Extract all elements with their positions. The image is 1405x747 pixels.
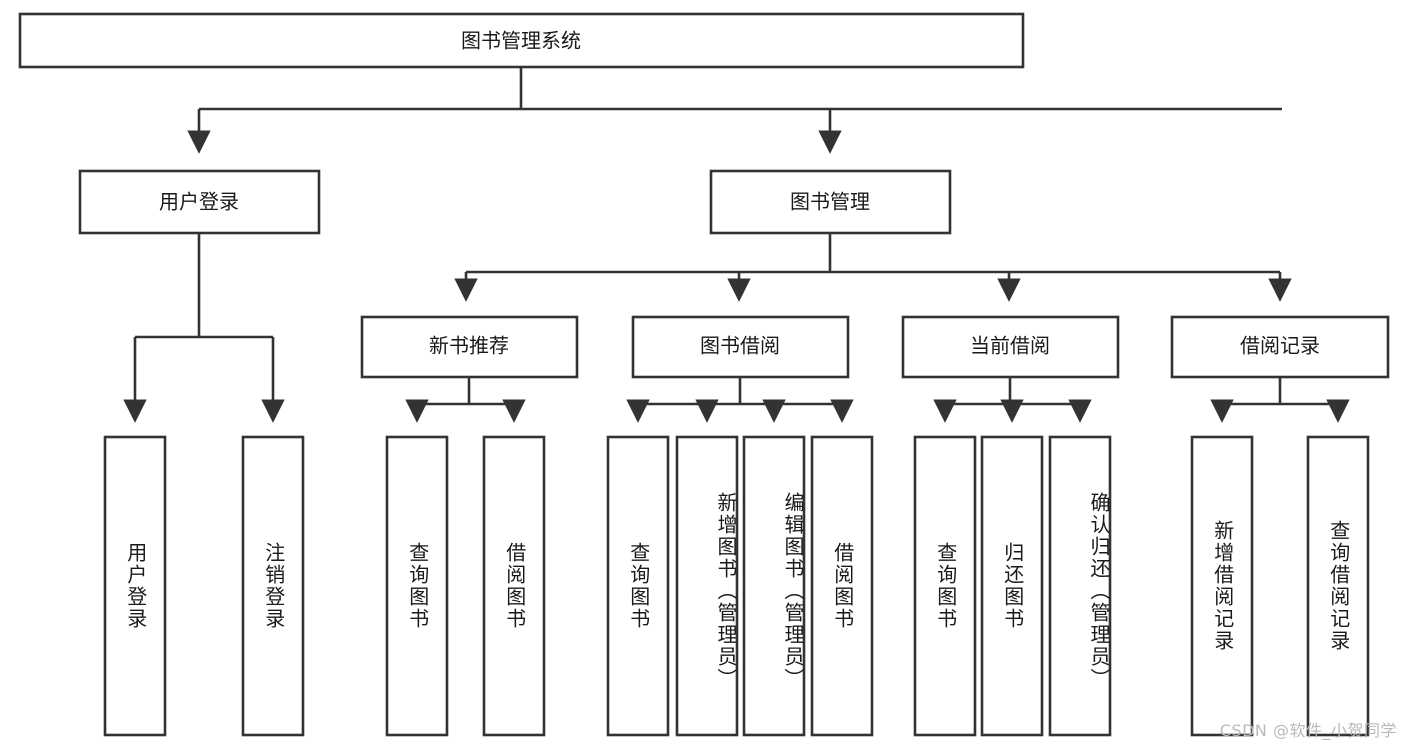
leaf-box-logout[interactable] — [241, 435, 305, 737]
node-book-borrow-label: 图书借阅 — [700, 334, 780, 358]
node-new-book-recommend-box — [360, 315, 579, 379]
leaf-box-return-book[interactable] — [980, 435, 1044, 737]
leaf-box-confirm-return-admin[interactable] — [1048, 435, 1112, 737]
node-book-management-label: 图书管理 — [790, 190, 870, 214]
node-current-borrow-label: 当前借阅 — [970, 334, 1050, 358]
leaf-box-user-login[interactable] — [103, 435, 167, 737]
connector-book-management-to-level3 — [454, 233, 1292, 302]
node-user-login-label: 用户登录 — [159, 190, 239, 214]
node-current-borrow-box — [901, 315, 1120, 379]
connector-borrow-record-to-leaves — [1210, 377, 1350, 423]
leaf-box-query-book-rec[interactable] — [385, 435, 449, 737]
leaf-box-add-borrow-record[interactable] — [1190, 435, 1254, 737]
node-root-label: 图书管理系统 — [461, 29, 581, 53]
node-borrow-record[interactable]: 借阅记录 — [1170, 315, 1390, 379]
node-new-book-recommend-label: 新书推荐 — [429, 334, 509, 358]
leaf-box-query-borrow-record[interactable] — [1306, 435, 1370, 737]
leaf-box-edit-book-admin[interactable] — [742, 435, 806, 737]
leaf-box-borrow-book-rec[interactable] — [482, 435, 546, 737]
leaf-box-add-book-admin[interactable] — [675, 435, 739, 737]
connector-root-to-level2 — [187, 67, 1282, 154]
connector-new-book-recommend-to-leaves — [405, 377, 526, 423]
leaf-box-borrow-book[interactable] — [810, 435, 874, 737]
connector-current-borrow-to-leaves — [933, 377, 1092, 423]
node-user-login[interactable]: 用户登录 — [78, 169, 321, 235]
watermark-text: CSDN @软件_小贺同学 — [1219, 721, 1397, 740]
node-borrow-record-label: 借阅记录 — [1240, 334, 1320, 358]
node-book-borrow[interactable]: 图书借阅 — [631, 315, 850, 379]
node-user-login-box — [78, 169, 321, 235]
connector-user-login-to-leaves — [123, 233, 285, 423]
node-new-book-recommend[interactable]: 新书推荐 — [360, 315, 579, 379]
node-current-borrow[interactable]: 当前借阅 — [901, 315, 1120, 379]
node-root-box — [18, 12, 1025, 69]
leaf-boxes — [103, 435, 1370, 737]
node-root[interactable]: 图书管理系统 — [18, 12, 1025, 69]
leaf-box-query-book-borrow[interactable] — [606, 435, 670, 737]
connector-book-borrow-to-leaves — [626, 377, 854, 423]
node-book-management[interactable]: 图书管理 — [709, 169, 952, 235]
leaf-box-query-book-current[interactable] — [913, 435, 977, 737]
